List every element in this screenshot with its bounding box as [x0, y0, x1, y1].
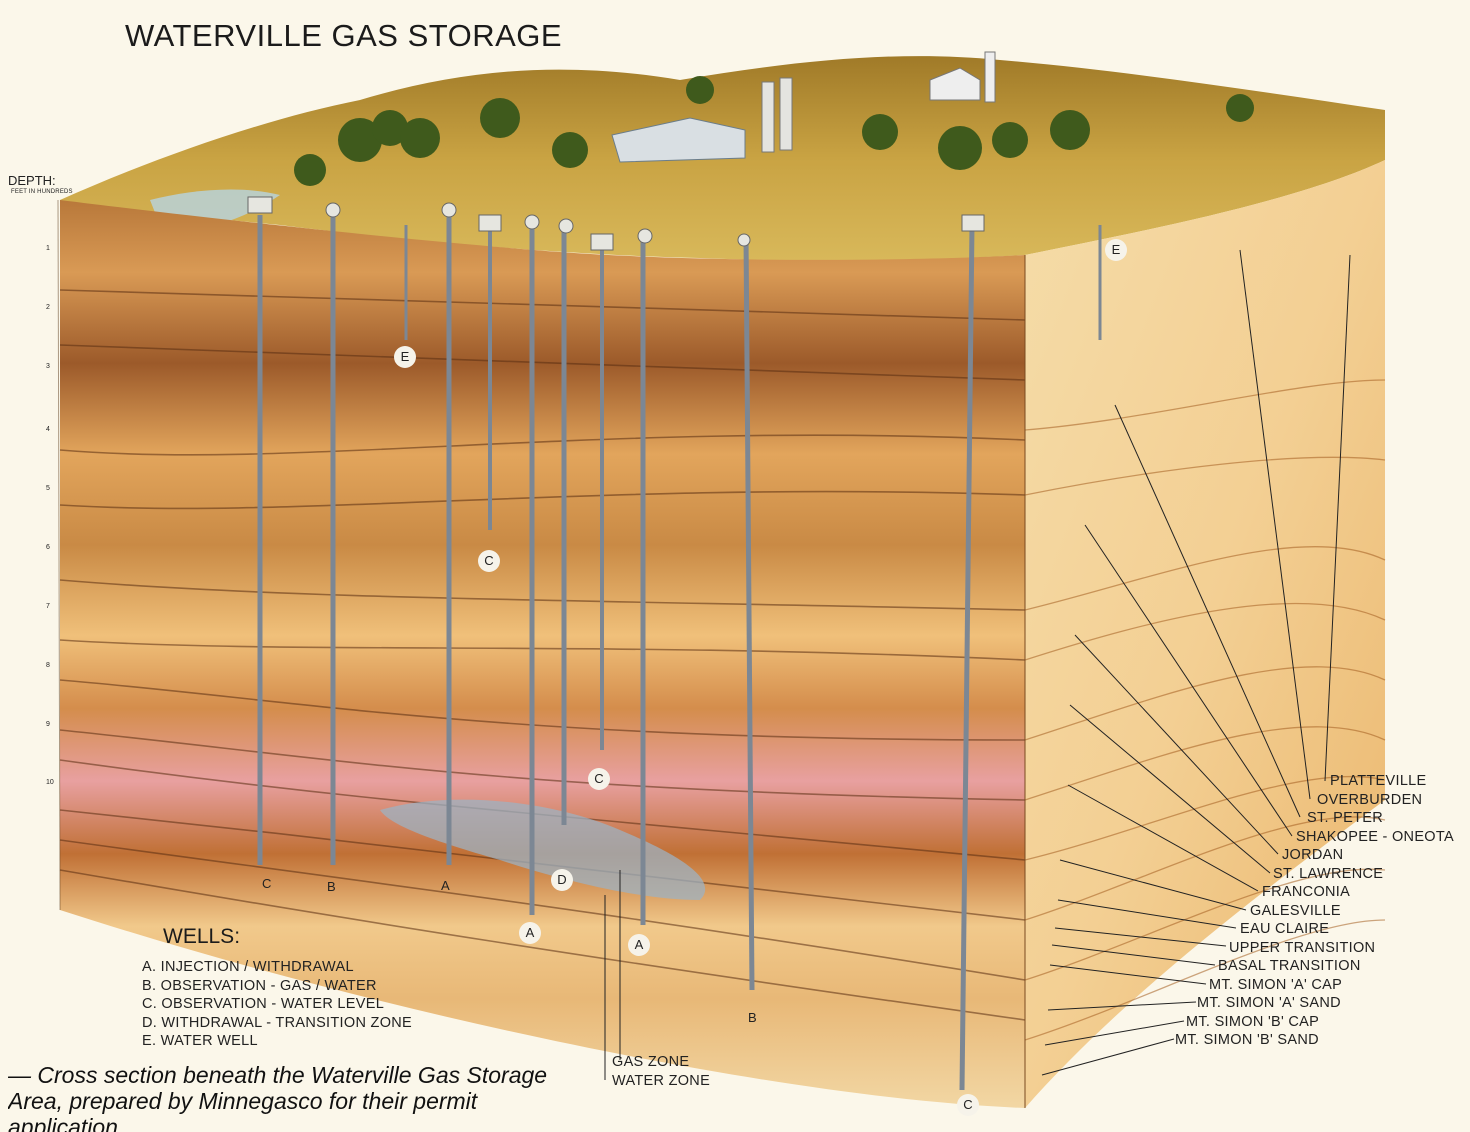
- depth-tick: 5: [46, 485, 50, 492]
- well-label-e-right: E: [1105, 239, 1127, 261]
- well-label-a-left: A: [441, 878, 450, 893]
- depth-tick: 4: [46, 426, 50, 433]
- legend-item: D. WITHDRAWAL - TRANSITION ZONE: [142, 1014, 412, 1033]
- water-zone-label: WATER ZONE: [612, 1072, 710, 1091]
- depth-tick: 10: [46, 779, 54, 786]
- zone-labels: GAS ZONE WATER ZONE: [612, 1053, 710, 1091]
- wells-legend: A. INJECTION / WITHDRAWAL B. OBSERVATION…: [142, 958, 412, 1051]
- well-label-c-lower: C: [588, 768, 610, 790]
- depth-tick: 6: [46, 544, 50, 551]
- formation-label: EAU CLAIRE: [1240, 920, 1329, 938]
- formation-label: UPPER TRANSITION: [1229, 939, 1375, 957]
- well-label-a-mid: A: [519, 922, 541, 944]
- formation-label: MT. SIMON 'B' CAP: [1186, 1013, 1319, 1031]
- well-label-c-left: C: [262, 876, 271, 891]
- formation-label: OVERBURDEN: [1317, 791, 1422, 809]
- formation-label: MT. SIMON 'A' CAP: [1209, 976, 1342, 994]
- formation-label: PLATTEVILLE: [1330, 772, 1427, 790]
- legend-item: C. OBSERVATION - WATER LEVEL: [142, 995, 412, 1014]
- legend-item: A. INJECTION / WITHDRAWAL: [142, 958, 412, 977]
- well-label-c-mid: C: [478, 550, 500, 572]
- depth-tick: 7: [46, 603, 50, 610]
- well-label-b-left: B: [327, 879, 336, 894]
- formation-label: JORDAN: [1282, 846, 1343, 864]
- depth-tick: 3: [46, 363, 50, 370]
- depth-label: DEPTH:: [8, 173, 56, 188]
- formation-label: ST. LAWRENCE: [1273, 865, 1383, 883]
- formation-label: MT. SIMON 'A' SAND: [1197, 994, 1341, 1012]
- formation-label: BASAL TRANSITION: [1218, 957, 1361, 975]
- diagram-title: WATERVILLE GAS STORAGE: [125, 18, 562, 54]
- well-label-b-right: B: [748, 1010, 757, 1025]
- well-label-a-right: A: [628, 934, 650, 956]
- well-label-c-right: C: [957, 1094, 979, 1116]
- gas-zone-label: GAS ZONE: [612, 1053, 710, 1072]
- legend-item: B. OBSERVATION - GAS / WATER: [142, 977, 412, 996]
- depth-tick: 8: [46, 662, 50, 669]
- formation-label: MT. SIMON 'B' SAND: [1175, 1031, 1319, 1049]
- well-label-e-upper: E: [394, 346, 416, 368]
- formation-label: ST. PETER: [1307, 809, 1383, 827]
- depth-tick: 2: [46, 304, 50, 311]
- formation-label: SHAKOPEE - ONEOTA: [1296, 828, 1454, 846]
- figure-caption: — Cross section beneath the Waterville G…: [8, 1062, 568, 1132]
- legend-item: E. WATER WELL: [142, 1032, 412, 1051]
- depth-tick: 1: [46, 245, 50, 252]
- depth-tick: 9: [46, 721, 50, 728]
- formation-label: GALESVILLE: [1250, 902, 1341, 920]
- depth-axis-label: DEPTH: FEET IN HUNDREDS: [8, 174, 73, 195]
- wells-legend-title: WELLS:: [163, 925, 240, 949]
- formation-label: FRANCONIA: [1262, 883, 1350, 901]
- depth-units: FEET IN HUNDREDS: [11, 189, 73, 195]
- well-label-d: D: [551, 869, 573, 891]
